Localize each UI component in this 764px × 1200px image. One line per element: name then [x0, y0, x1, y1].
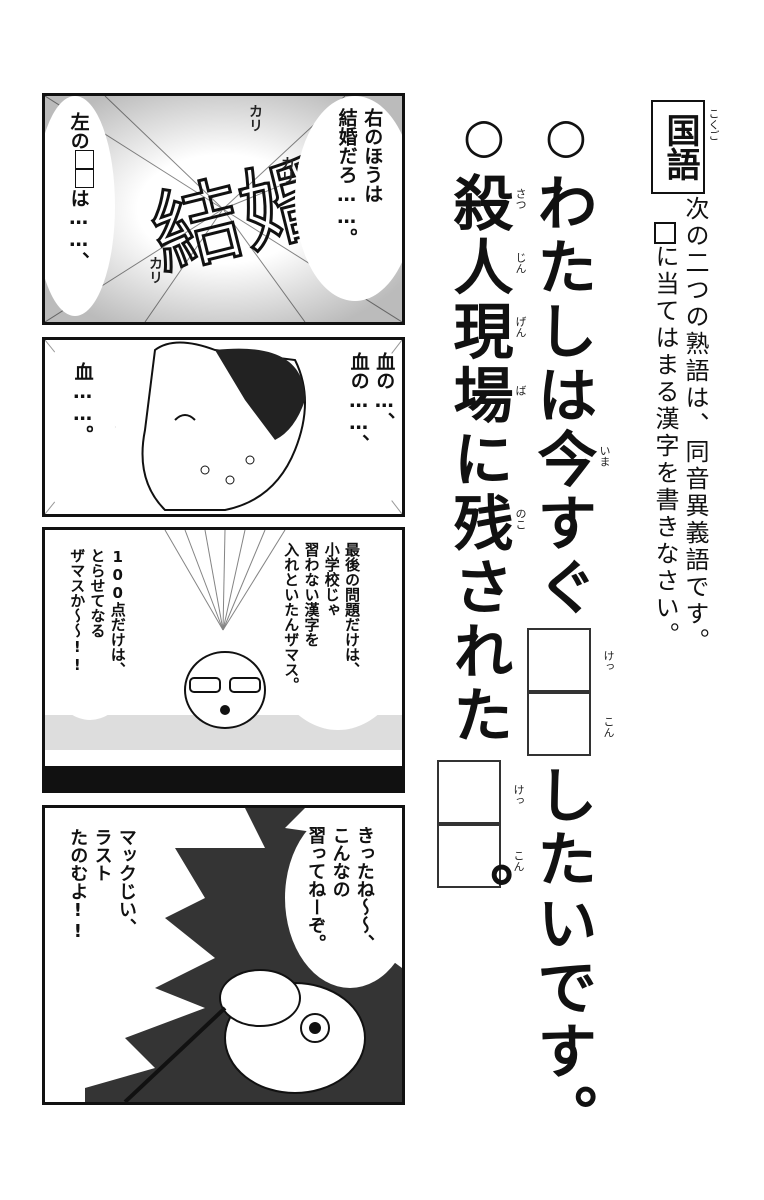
question-2-after: 。 [443, 862, 513, 922]
instruction-line-1: 次の二つの熟語は、同音異義語です。 [681, 196, 709, 655]
question-2-box-ruby-1: けっ [512, 784, 525, 806]
panel-3-text-right: 最後の問題だけは、小学校じゃ習わない漢字を入れといたんザマス。 [282, 542, 361, 692]
question-1-ruby-ima: いま [598, 445, 611, 467]
panel-2-bubble-right [315, 340, 402, 514]
question-2-marker: ○ [456, 108, 512, 164]
instruction-line-2: に当てはまる漢字を書きなさい。 [648, 222, 683, 649]
panel-3-bubble-right [263, 530, 402, 730]
panel-1-bubble-right [295, 96, 402, 301]
manga-panel-1: 結婚 カリ カリ カリ 右のほうは結婚だろ……。 左のは……、 [42, 93, 405, 325]
question-2-answer-box-1[interactable] [437, 760, 501, 824]
panel-2-text-left: 血……。 [71, 362, 94, 444]
panel-2-text-right: 血の…、血の……、 [347, 352, 396, 453]
question-1-marker: ○ [538, 108, 594, 164]
question-2-ruby-1: さつ [514, 188, 527, 210]
panel-4-text-right: きったね〜〜、こんなの習ってねーぞ。 [305, 826, 375, 952]
question-1-answer-box-2[interactable] [527, 692, 591, 756]
panel-1-text-right: 右のほうは結婚だろ……。 [335, 108, 384, 247]
question-1-after: したいです。 [527, 764, 597, 1148]
panel-4-text-left: マックじい、ラストたのむよ!! [67, 828, 137, 942]
instruction-line-2-text: に当てはまる漢字を書きなさい。 [651, 244, 679, 649]
question-2-ruby-3: げん [514, 316, 527, 338]
panel-3-bubble-left [45, 530, 145, 720]
blank-box-icon [74, 150, 94, 170]
answer-box-icon [654, 222, 676, 244]
question-1-text: わたしは今すぐ [527, 172, 597, 620]
question-1-answer-box-1[interactable] [527, 628, 591, 692]
question-2-text: 殺人現場に残された [443, 172, 513, 748]
question-2-ruby-2: じん [514, 252, 527, 274]
subject-badge-ruby: こくご [707, 108, 720, 141]
question-2-box-ruby-2: こん [512, 850, 525, 872]
panel-1-sfx-1: カリ [247, 104, 263, 132]
manga-panel-2: 血の…、血の……、 血……。 [42, 337, 405, 517]
manga-panel-4: きったね〜〜、こんなの習ってねーぞ。 マックじい、ラストたのむよ!! [42, 805, 405, 1105]
question-2-answer-box-2[interactable] [437, 824, 501, 888]
panel-4-bubble-left [45, 808, 165, 1008]
panel-1-sfx-2: カリ [279, 156, 295, 184]
question-2-ruby-5: のこ [514, 508, 527, 530]
blank-box-icon [74, 169, 94, 189]
manga-panel-3: 最後の問題だけは、小学校じゃ習わない漢字を入れといたんザマス。 100点だけは、… [42, 527, 405, 793]
panel-2-bubble-left [45, 340, 115, 514]
question-2-ruby-4: ば [514, 385, 527, 396]
panel-1-bubble-left [45, 96, 115, 316]
panel-3-text-left: 100点だけは、とらせてなるザマスか〜〜!! [68, 548, 127, 677]
question-1-box-ruby-1: けっ [602, 650, 615, 672]
panel-1-text-left: 左のは……、 [65, 112, 94, 270]
panel-1-sfx-3: カリ [147, 256, 163, 284]
question-1-box-ruby-2: こん [602, 716, 615, 738]
subject-badge: 国語 [651, 100, 705, 194]
panel-4-bubble-right [285, 808, 402, 988]
